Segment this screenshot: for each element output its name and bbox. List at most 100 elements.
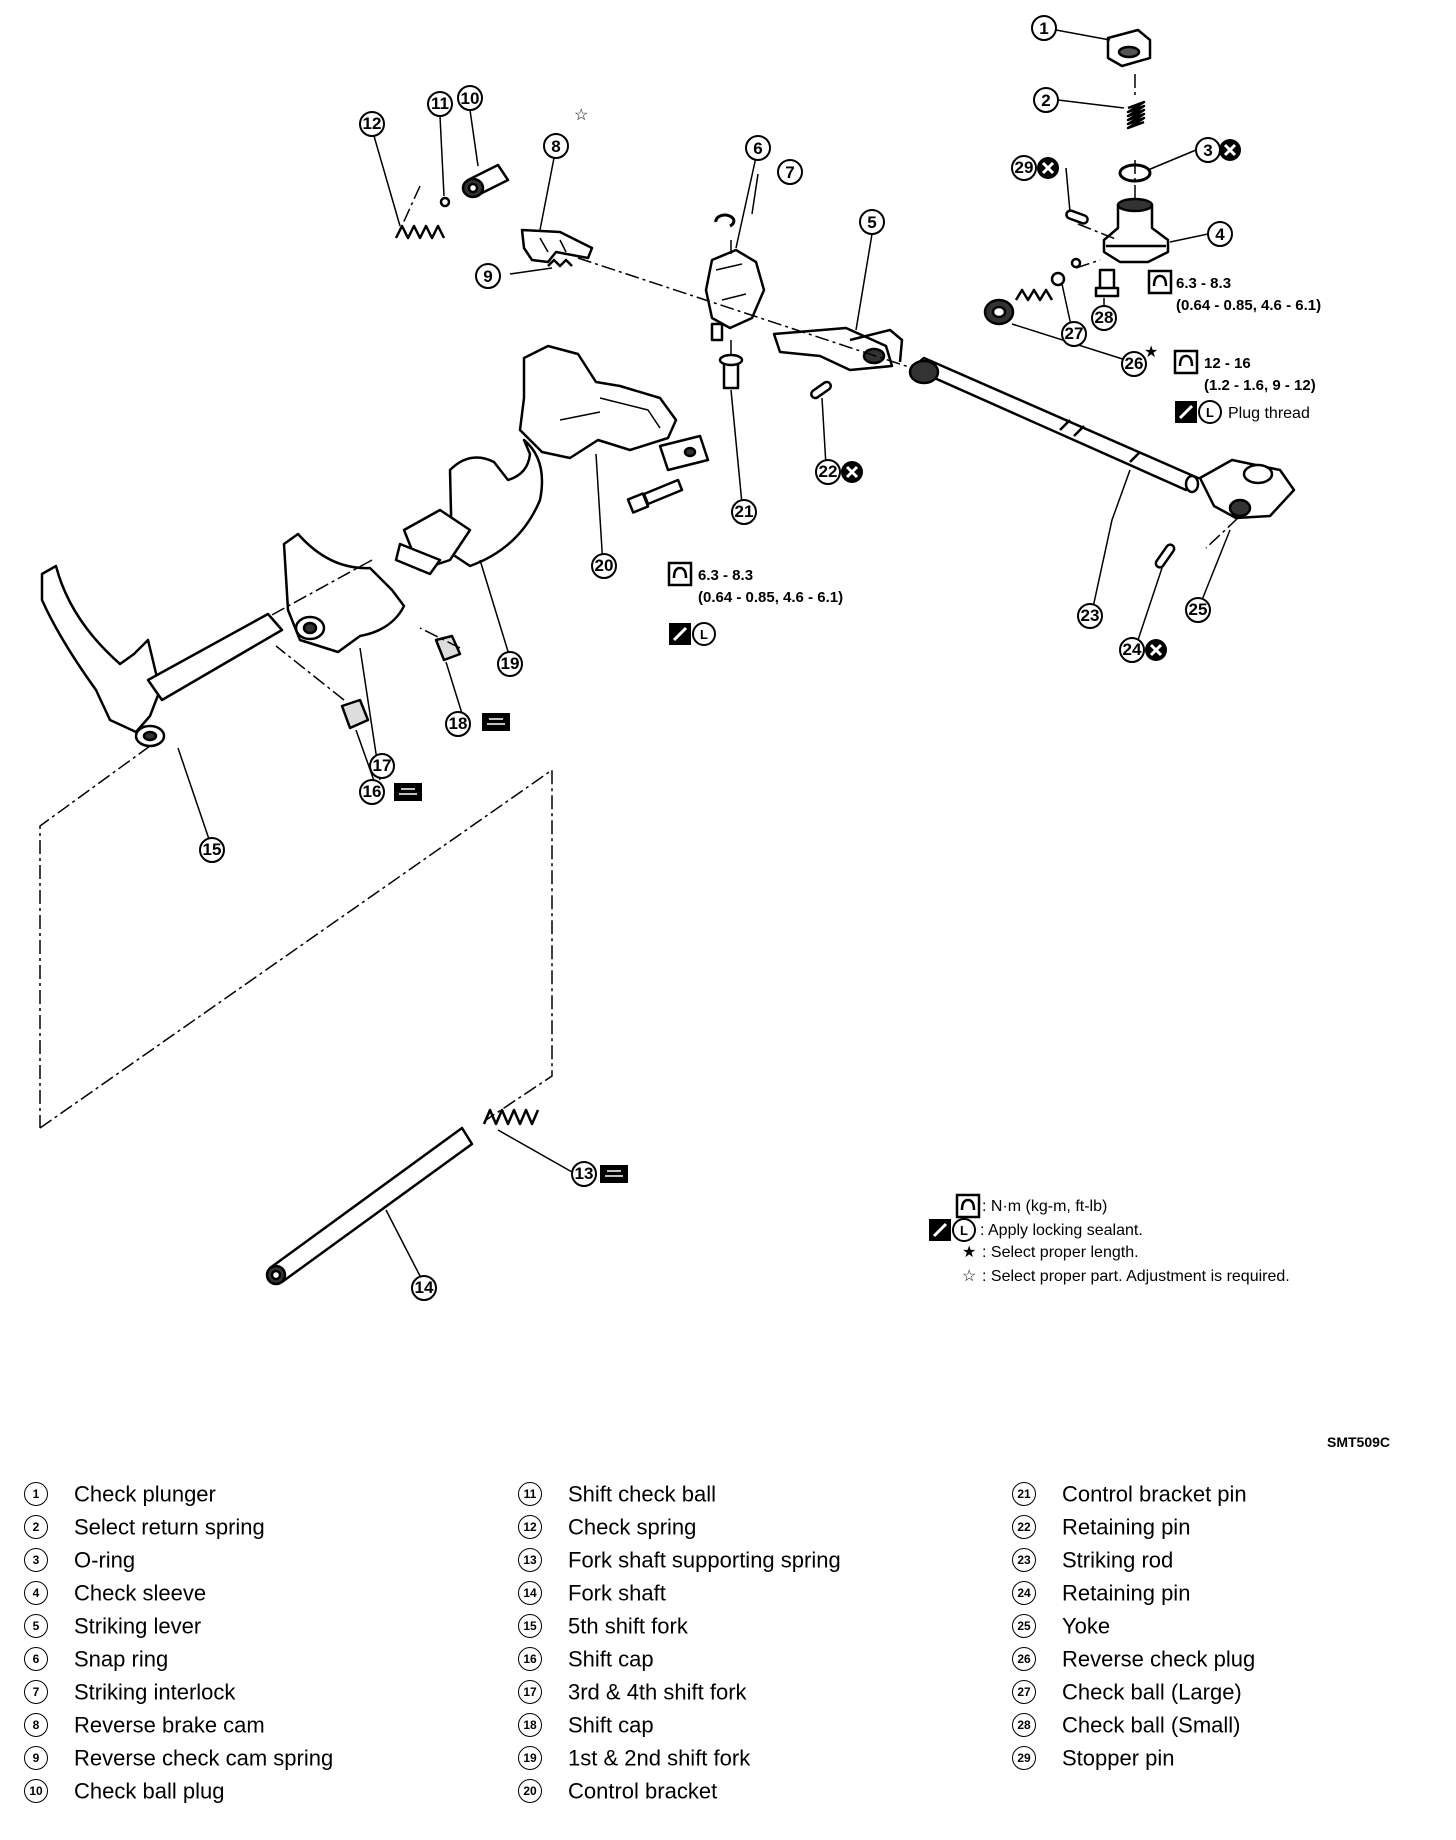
part-number: 12 (518, 1515, 542, 1540)
svg-text:18: 18 (449, 714, 468, 733)
callout-19: 19 (497, 651, 523, 677)
svg-text:17: 17 (373, 756, 392, 775)
callout-7: 7 (777, 159, 803, 185)
part-number: 22 (1012, 1515, 1036, 1540)
sealant-icon (667, 621, 717, 647)
select-return-spring-shape (1126, 100, 1146, 130)
legend-sealant: : Apply locking sealant. (980, 1222, 1143, 1239)
svg-text:2: 2 (1041, 91, 1050, 110)
sealant-icon (1173, 399, 1223, 425)
torque-icon (1147, 269, 1173, 295)
fork-shaft-shape (265, 1126, 474, 1286)
legend-select-part: : Select proper part. Adjustment is requ… (982, 1268, 1290, 1285)
first-second-shift-fork-shape (394, 438, 544, 576)
control-bracket-shape (518, 344, 710, 472)
svg-text:(0.64 - 0.85, 4.6 - 6.1): (0.64 - 0.85, 4.6 - 6.1) (698, 589, 843, 606)
part-number: 14 (518, 1581, 542, 1606)
callout-21: 21 (731, 499, 757, 525)
svg-text:16: 16 (363, 782, 382, 801)
svg-text:6.3 - 8.3: 6.3 - 8.3 (1176, 275, 1231, 292)
third-fourth-shift-fork-shape (282, 532, 406, 654)
svg-text:20: 20 (595, 556, 614, 575)
reverse-check-cam-spring-shape (547, 258, 573, 268)
part-number: 29 (1012, 1746, 1036, 1771)
control-bracket-bolt-shape (626, 478, 684, 514)
callout-22: 22 (815, 459, 841, 485)
star-solid-26: ★ (1144, 344, 1158, 361)
part-name: Shift check ball (568, 1481, 716, 1507)
stopper-pin-shape (1065, 209, 1089, 225)
part-name: Reverse brake cam (74, 1712, 265, 1738)
part-name: Striking rod (1062, 1547, 1174, 1573)
svg-text:28: 28 (1095, 308, 1114, 327)
grease-icon-13 (599, 1164, 629, 1184)
part-number: 8 (24, 1713, 48, 1738)
striking-lever-shape (772, 326, 904, 372)
callout-24: 24 (1119, 637, 1145, 663)
retaining-pin-22-shape (810, 380, 832, 400)
legend-select-length: : Select proper length. (982, 1244, 1139, 1261)
callout-27: 27 (1061, 321, 1087, 347)
parts-list-item: 12 Check spring (518, 1509, 988, 1542)
callout-25: 25 (1185, 597, 1211, 623)
spec-28: 6.3 - 8.3 (0.64 - 0.85, 4.6 - 6.1) (1147, 269, 1321, 314)
part-name: Yoke (1062, 1613, 1111, 1639)
callout-16: 16 (359, 779, 385, 805)
svg-text:3: 3 (1203, 141, 1212, 160)
part-name: Retaining pin (1062, 1580, 1191, 1606)
part-number: 4 (24, 1581, 48, 1606)
callout-28: 28 (1091, 305, 1117, 331)
callout-2: 2 (1033, 87, 1059, 113)
part-name: 3rd & 4th shift fork (568, 1679, 747, 1705)
torque-icon (955, 1193, 981, 1219)
part-name: Check ball plug (74, 1778, 225, 1804)
callout-20: 20 (591, 553, 617, 579)
torque-icon (667, 561, 693, 587)
callout-15: 15 (199, 837, 225, 863)
shift-cap-16-shape (340, 698, 370, 730)
reverse-check-spring-shape (1014, 288, 1054, 302)
svg-text:(1.2 - 1.6, 9 - 12): (1.2 - 1.6, 9 - 12) (1204, 377, 1316, 394)
part-number: 6 (24, 1647, 48, 1672)
part-number: 7 (24, 1680, 48, 1705)
part-name: Reverse check cam spring (74, 1745, 334, 1771)
part-name: O-ring (74, 1547, 136, 1573)
check-sleeve-shape (1102, 197, 1170, 264)
callout-5: 5 (859, 209, 885, 235)
part-name: Control bracket pin (1062, 1481, 1247, 1507)
part-number: 27 (1012, 1680, 1036, 1705)
svg-text:6.3 - 8.3: 6.3 - 8.3 (698, 567, 753, 584)
callout-17: 17 (369, 753, 395, 779)
part-number: 10 (24, 1779, 48, 1804)
part-number: 26 (1012, 1647, 1036, 1672)
legend-star-solid: ★ (962, 1244, 976, 1261)
callout-1: 1 (1031, 15, 1057, 41)
callout-12: 12 (359, 111, 385, 137)
part-name: Reverse check plug (1062, 1646, 1256, 1672)
callout-4: 4 (1207, 221, 1233, 247)
svg-text:23: 23 (1081, 606, 1100, 625)
part-name: Check spring (568, 1514, 697, 1540)
part-name: Check plunger (74, 1481, 216, 1507)
legend-star-outline: ☆ (962, 1268, 976, 1285)
check-plunger-shape (1106, 28, 1152, 68)
part-number: 23 (1012, 1548, 1036, 1573)
callout-23: 23 (1077, 603, 1103, 629)
part-number: 24 (1012, 1581, 1036, 1606)
callout-29: 29 (1011, 155, 1037, 181)
spec-26: 12 - 16 (1.2 - 1.6, 9 - 12) Plug thread (1173, 349, 1316, 425)
part-name: Stopper pin (1062, 1745, 1175, 1771)
spec-bolt: 6.3 - 8.3 (0.64 - 0.85, 4.6 - 6.1) (667, 561, 843, 647)
part-name: Fork shaft supporting spring (568, 1547, 841, 1573)
snap-ring-shape (714, 213, 736, 228)
part-number: 20 (518, 1779, 542, 1804)
parts-list-item: 23 Striking rod (1012, 1542, 1456, 1575)
